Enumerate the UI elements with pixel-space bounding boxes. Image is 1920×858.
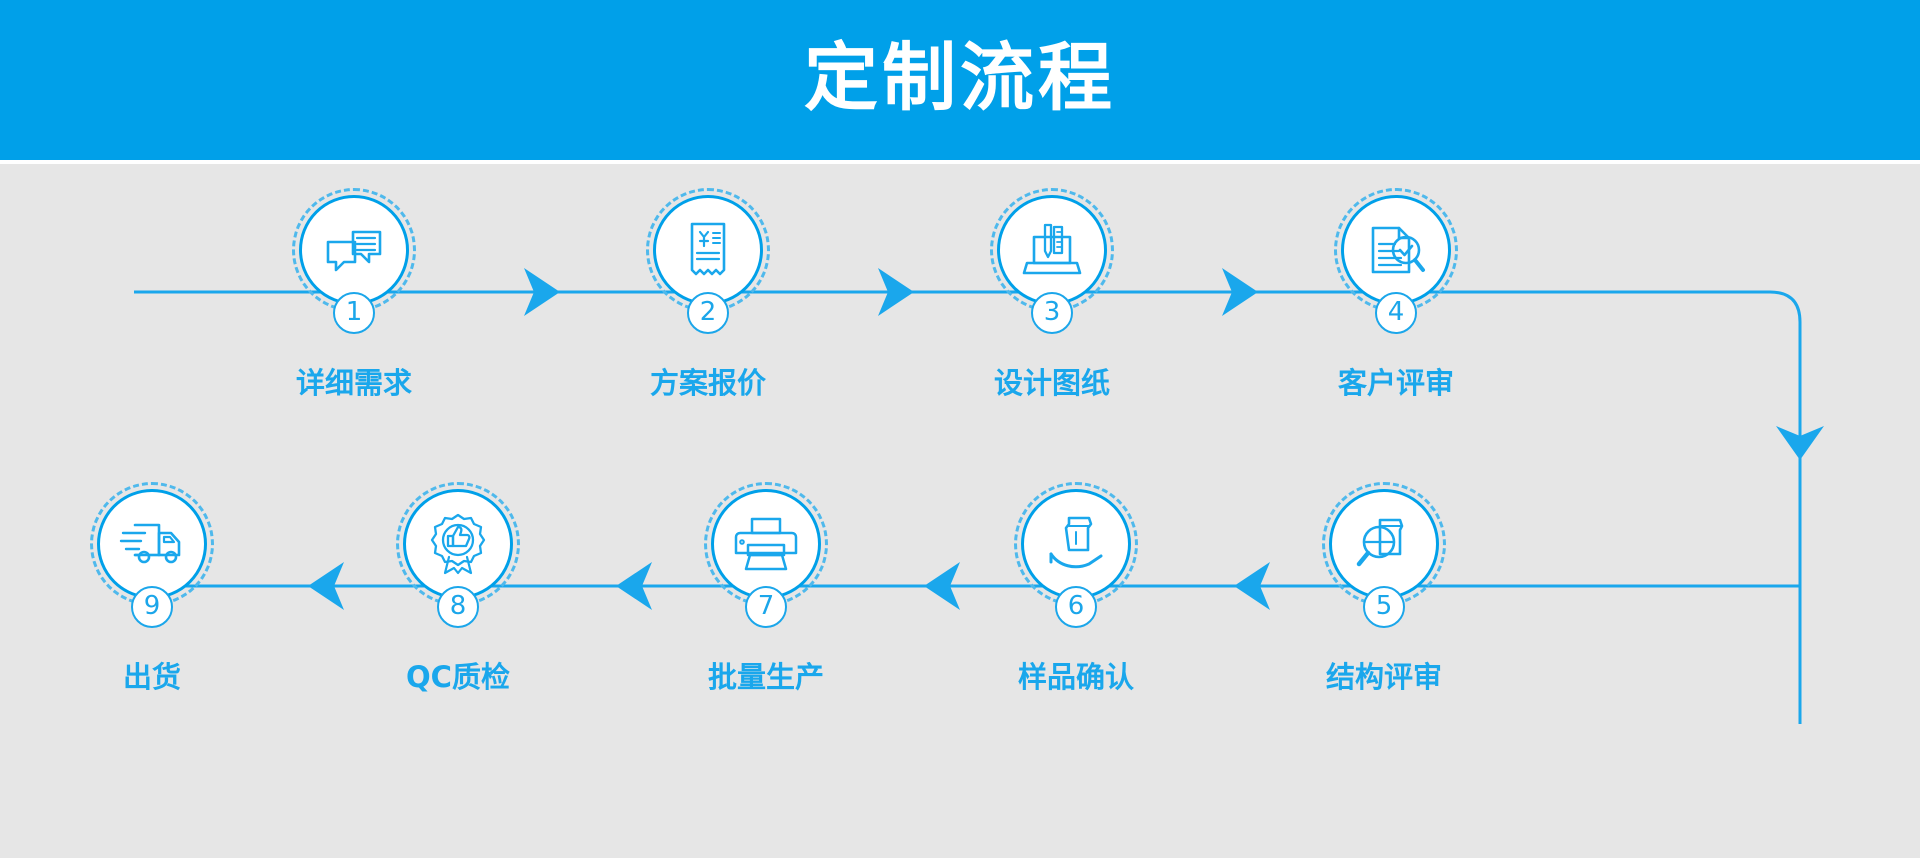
step-number-badge: 6: [1055, 586, 1097, 628]
process-step-4[interactable]: 4 客户评审: [1286, 188, 1506, 400]
chat-bubbles-icon: [323, 224, 385, 276]
process-step-6[interactable]: 6 样品确认: [966, 482, 1186, 694]
icon-frame: [403, 489, 513, 599]
step-8-medallion: 8: [396, 482, 520, 628]
process-step-2[interactable]: 2 方案报价: [598, 188, 818, 400]
step-number-badge: 4: [1375, 292, 1417, 334]
header-divider: [0, 160, 1920, 164]
process-step-7[interactable]: 7 批量生产: [656, 482, 876, 694]
icon-frame: [1021, 489, 1131, 599]
magnifier-pouch-icon: [1354, 514, 1414, 574]
icon-frame: [97, 489, 207, 599]
icon-frame: [1329, 489, 1439, 599]
step-caption: 客户评审: [1337, 366, 1454, 400]
step-caption: 批量生产: [707, 660, 824, 694]
icon-frame: [653, 195, 763, 305]
icon-frame: [299, 195, 409, 305]
step-3-medallion: 3: [990, 188, 1114, 334]
process-flow-stage: 1 详细需求 2 方案报价: [0, 164, 1920, 858]
step-caption: 设计图纸: [993, 366, 1110, 400]
page-header: 定制流程: [0, 0, 1920, 160]
step-4-medallion: 4: [1334, 188, 1458, 334]
step-caption: 详细需求: [295, 366, 412, 400]
step-caption: 结构评审: [1325, 660, 1442, 694]
step-6-medallion: 6: [1014, 482, 1138, 628]
process-step-3[interactable]: 3 设计图纸: [942, 188, 1162, 400]
laptop-design-icon: [1021, 221, 1083, 279]
step-9-medallion: 9: [90, 482, 214, 628]
step-number-badge: 3: [1031, 292, 1073, 334]
step-caption: 样品确认: [1017, 660, 1134, 694]
step-caption: 方案报价: [649, 366, 766, 400]
step-caption: 出货: [122, 660, 181, 694]
step-number-badge: 7: [745, 586, 787, 628]
delivery-truck-icon: [119, 517, 185, 571]
icon-frame: [997, 195, 1107, 305]
process-step-1[interactable]: 1 详细需求: [244, 188, 464, 400]
step-2-medallion: 2: [646, 188, 770, 334]
step-7-medallion: 7: [704, 482, 828, 628]
invoice-yuan-icon: [682, 220, 734, 280]
document-review-icon: [1365, 220, 1427, 280]
quality-badge-thumbsup-icon: [427, 513, 489, 575]
process-step-8[interactable]: 8 QC质检: [348, 482, 568, 694]
hand-holding-sample-icon: [1045, 514, 1107, 574]
icon-frame: [1341, 195, 1451, 305]
step-caption: QC质检: [406, 660, 510, 694]
icon-frame: [711, 489, 821, 599]
step-number-badge: 1: [333, 292, 375, 334]
step-1-medallion: 1: [292, 188, 416, 334]
process-step-9[interactable]: 9 出货: [42, 482, 262, 694]
step-number-badge: 5: [1363, 586, 1405, 628]
step-number-badge: 2: [687, 292, 729, 334]
page-title: 定制流程: [804, 35, 1116, 121]
step-5-medallion: 5: [1322, 482, 1446, 628]
printer-icon: [734, 515, 798, 573]
step-number-badge: 8: [437, 586, 479, 628]
process-step-5[interactable]: 5 结构评审: [1274, 482, 1494, 694]
step-number-badge: 9: [131, 586, 173, 628]
